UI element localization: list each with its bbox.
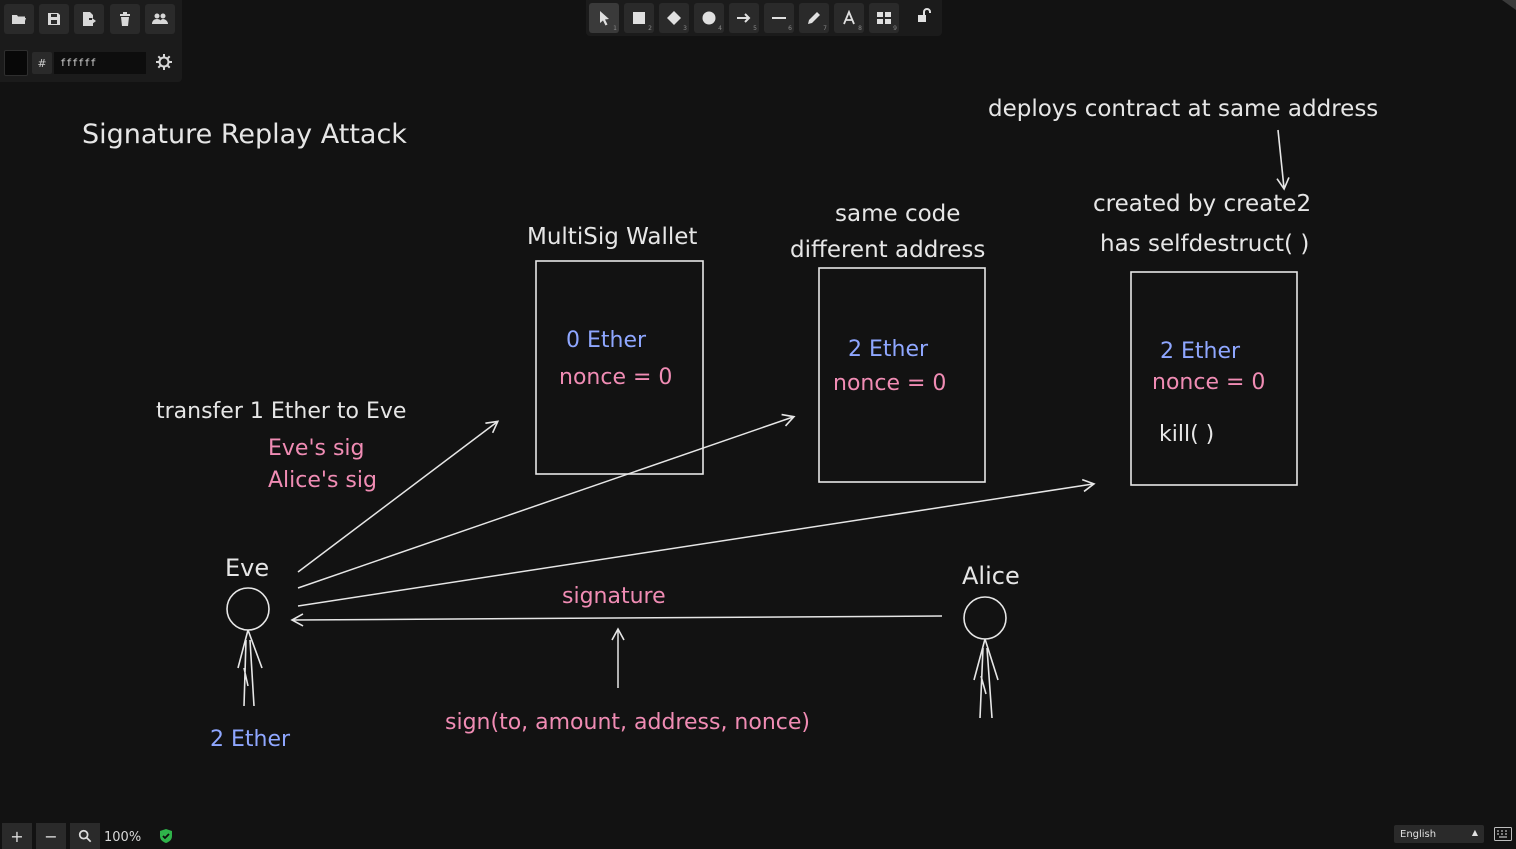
tool-line[interactable]: 6 — [764, 3, 794, 33]
tool-arrow[interactable]: 5 — [729, 3, 759, 33]
color-hex-input[interactable] — [54, 52, 146, 74]
open-icon — [12, 15, 26, 24]
diagram-title[interactable]: Signature Replay Attack — [82, 119, 407, 150]
box3-kill[interactable]: kill( ) — [1159, 422, 1214, 447]
deploy-arrow[interactable] — [1276, 129, 1290, 191]
shape-toolbar: 1 2 3 4 5 6 7 8 9 — [586, 0, 942, 36]
box3-nonce[interactable]: nonce = 0 — [1152, 370, 1265, 395]
keyboard-icon[interactable] — [1494, 827, 1512, 841]
create2-contract-box[interactable] — [1130, 271, 1298, 486]
export-button[interactable] — [74, 4, 104, 34]
file-toolbar: # — [0, 0, 182, 82]
tool-shortcut: 1 — [613, 25, 617, 32]
save-icon — [48, 13, 60, 25]
language-value: English — [1400, 828, 1437, 840]
arrow-eve-to-create2[interactable] — [297, 478, 1096, 607]
save-button[interactable] — [39, 4, 69, 34]
tool-pencil[interactable]: 7 — [799, 3, 829, 33]
delete-icon — [120, 12, 130, 26]
plus-icon: + — [10, 826, 24, 846]
tool-diamond[interactable]: 3 — [659, 3, 689, 33]
collaborate-icon — [152, 13, 168, 24]
shield-check-icon[interactable] — [158, 828, 174, 844]
eve-balance[interactable]: 2 Ether — [210, 727, 291, 752]
box2-header-line1[interactable]: same code — [835, 201, 960, 227]
library-icon — [877, 12, 891, 24]
eve-label[interactable]: Eve — [225, 554, 269, 582]
open-button[interactable] — [4, 4, 34, 34]
zoom-in-button[interactable]: + — [2, 823, 32, 849]
tool-rectangle[interactable]: 2 — [624, 3, 654, 33]
sign-call-label[interactable]: sign(to, amount, address, nonce) — [445, 710, 810, 735]
box1-header[interactable]: MultiSig Wallet — [527, 224, 697, 250]
tool-ellipse[interactable]: 4 — [694, 3, 724, 33]
search-icon — [78, 829, 92, 843]
arrow-eve-to-multisig[interactable] — [297, 420, 500, 573]
box3-note[interactable]: deploys contract at same address — [988, 96, 1378, 122]
zoom-level: 100% — [104, 830, 142, 845]
export-icon — [83, 12, 96, 26]
minus-icon: − — [44, 826, 58, 846]
hash-label: # — [32, 52, 52, 74]
box3-header-line1[interactable]: created by create2 — [1093, 191, 1311, 217]
tool-library[interactable]: 9 — [869, 3, 899, 33]
box1-nonce[interactable]: nonce = 0 — [559, 365, 672, 390]
box2-header-line2[interactable]: different address — [790, 237, 985, 263]
reset-zoom-button[interactable] — [70, 823, 100, 849]
diamond-icon — [667, 11, 681, 25]
copy-contract-box[interactable] — [818, 267, 986, 483]
delete-button[interactable] — [110, 4, 140, 34]
current-color-swatch[interactable] — [4, 50, 28, 76]
zoom-out-button[interactable]: − — [36, 823, 66, 849]
alice-label[interactable]: Alice — [962, 562, 1020, 590]
language-select[interactable]: English ▲ — [1394, 825, 1484, 843]
tool-shortcut: 4 — [718, 25, 722, 32]
ellipse-icon — [702, 11, 716, 25]
multisig-wallet-box[interactable] — [535, 260, 704, 475]
alice-figure[interactable] — [963, 596, 1007, 719]
tool-shortcut: 2 — [648, 25, 652, 32]
collaborate-button[interactable] — [145, 4, 175, 34]
gear-icon[interactable] — [156, 54, 172, 70]
signature-arrow[interactable] — [290, 613, 943, 627]
tool-shortcut: 3 — [683, 25, 687, 32]
tool-selection[interactable]: 1 — [589, 3, 619, 33]
box2-nonce[interactable]: nonce = 0 — [833, 371, 946, 396]
arrow-icon — [737, 13, 751, 23]
tool-shortcut: 8 — [858, 25, 862, 32]
signature-label[interactable]: signature — [562, 584, 666, 609]
tool-shortcut: 9 — [893, 25, 897, 32]
pencil-icon — [808, 12, 820, 24]
tool-shortcut: 5 — [753, 25, 757, 32]
selection-icon — [600, 11, 609, 26]
arrow-eve-to-copy[interactable] — [297, 413, 796, 589]
eve-sig-label[interactable]: Eve's sig — [268, 436, 365, 461]
transfer-label[interactable]: transfer 1 Ether to Eve — [156, 399, 406, 424]
box3-ether[interactable]: 2 Ether — [1160, 339, 1241, 364]
tool-text[interactable]: 8 — [834, 3, 864, 33]
box1-ether[interactable]: 0 Ether — [566, 328, 647, 353]
alice-sig-label[interactable]: Alice's sig — [268, 468, 377, 493]
caret-up-icon: ▲ — [1471, 828, 1478, 837]
line-icon — [772, 17, 786, 19]
tool-shortcut: 7 — [823, 25, 827, 32]
unlock-icon[interactable] — [916, 8, 932, 24]
eve-figure[interactable] — [226, 587, 270, 707]
box2-ether[interactable]: 2 Ether — [848, 337, 929, 362]
tool-shortcut: 6 — [788, 25, 792, 32]
collapse-corner-icon[interactable] — [1502, 0, 1516, 10]
box3-header-line2[interactable]: has selfdestruct( ) — [1100, 231, 1309, 257]
rectangle-icon — [633, 12, 645, 24]
text-icon — [843, 10, 855, 25]
